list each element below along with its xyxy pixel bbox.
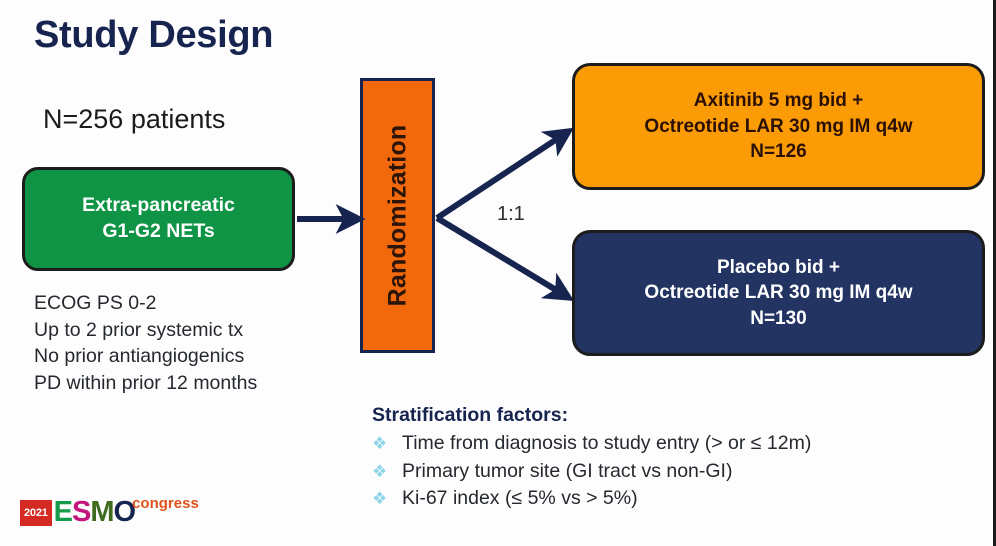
stratification-item-text: Time from diagnosis to study entry (> or… [402, 432, 812, 454]
stratification-title: Stratification factors: [372, 404, 569, 426]
criteria-item: ECOG PS 0-2 [34, 292, 157, 314]
arrow-randomization-to-control [435, 215, 575, 301]
stratification-factors: Stratification factors: ❖ Time from diag… [372, 404, 811, 513]
logo-congress-text: congress [132, 495, 199, 512]
esmo-congress-logo: 2021 E S M O congress [20, 492, 199, 529]
logo-letter-o: O [113, 496, 137, 529]
population-box: Extra-pancreatic G1-G2 NETs [22, 167, 295, 271]
criteria-item: PD within prior 12 months [34, 372, 258, 395]
control-arm-line-2: Octreotide LAR 30 mg IM q4w [644, 282, 913, 304]
stratification-item-text: Ki-67 index (≤ 5% vs > 5%) [402, 487, 638, 510]
logo-wordmark: E S M O [53, 496, 137, 529]
enrollment-count: N=256 patients [43, 104, 226, 134]
randomization-label: Randomization [383, 124, 412, 307]
diamond-bullet-icon: ❖ [372, 461, 388, 481]
criteria-item: Up to 2 prior systemic tx [34, 318, 244, 341]
experimental-arm-line-1: Axitinib 5 mg bid + [693, 90, 864, 112]
experimental-arm-line-2: Octreotide LAR 30 mg IM q4w [644, 115, 913, 137]
control-arm-line-3: N=130 [750, 307, 807, 329]
diamond-bullet-icon: ❖ [372, 489, 388, 509]
population-line-2: G1-G2 NETs [102, 220, 215, 242]
stratification-item-text: Primary tumor site (GI tract vs non-GI) [402, 459, 733, 482]
eligibility-criteria-list: ECOG PS 0-2 Up to 2 prior systemic tx No… [34, 290, 257, 397]
criteria-item: No prior antiangiogenics [34, 345, 245, 368]
allocation-ratio-label: 1:1 [497, 203, 525, 225]
logo-letter-e: E [53, 496, 73, 529]
control-arm-line-1: Placebo bid + [716, 256, 840, 278]
diamond-bullet-icon: ❖ [372, 434, 388, 453]
page-title: Study Design [34, 14, 274, 56]
logo-letter-m: M [90, 496, 114, 529]
logo-letter-s: S [72, 496, 91, 529]
stratification-item: ❖ Time from diagnosis to study entry (> … [372, 430, 811, 458]
experimental-arm-box: Axitinib 5 mg bid + Octreotide LAR 30 mg… [572, 63, 985, 190]
control-arm-box: Placebo bid + Octreotide LAR 30 mg IM q4… [572, 230, 985, 356]
stratification-item: ❖ Primary tumor site (GI tract vs non-GI… [372, 458, 811, 486]
logo-year: 2021 [20, 500, 52, 526]
stratification-item: ❖ Ki-67 index (≤ 5% vs > 5%) [372, 485, 811, 513]
population-line-1: Extra-pancreatic [82, 194, 235, 217]
randomization-box: Randomization [360, 78, 435, 353]
experimental-arm-line-3: N=126 [750, 141, 807, 163]
